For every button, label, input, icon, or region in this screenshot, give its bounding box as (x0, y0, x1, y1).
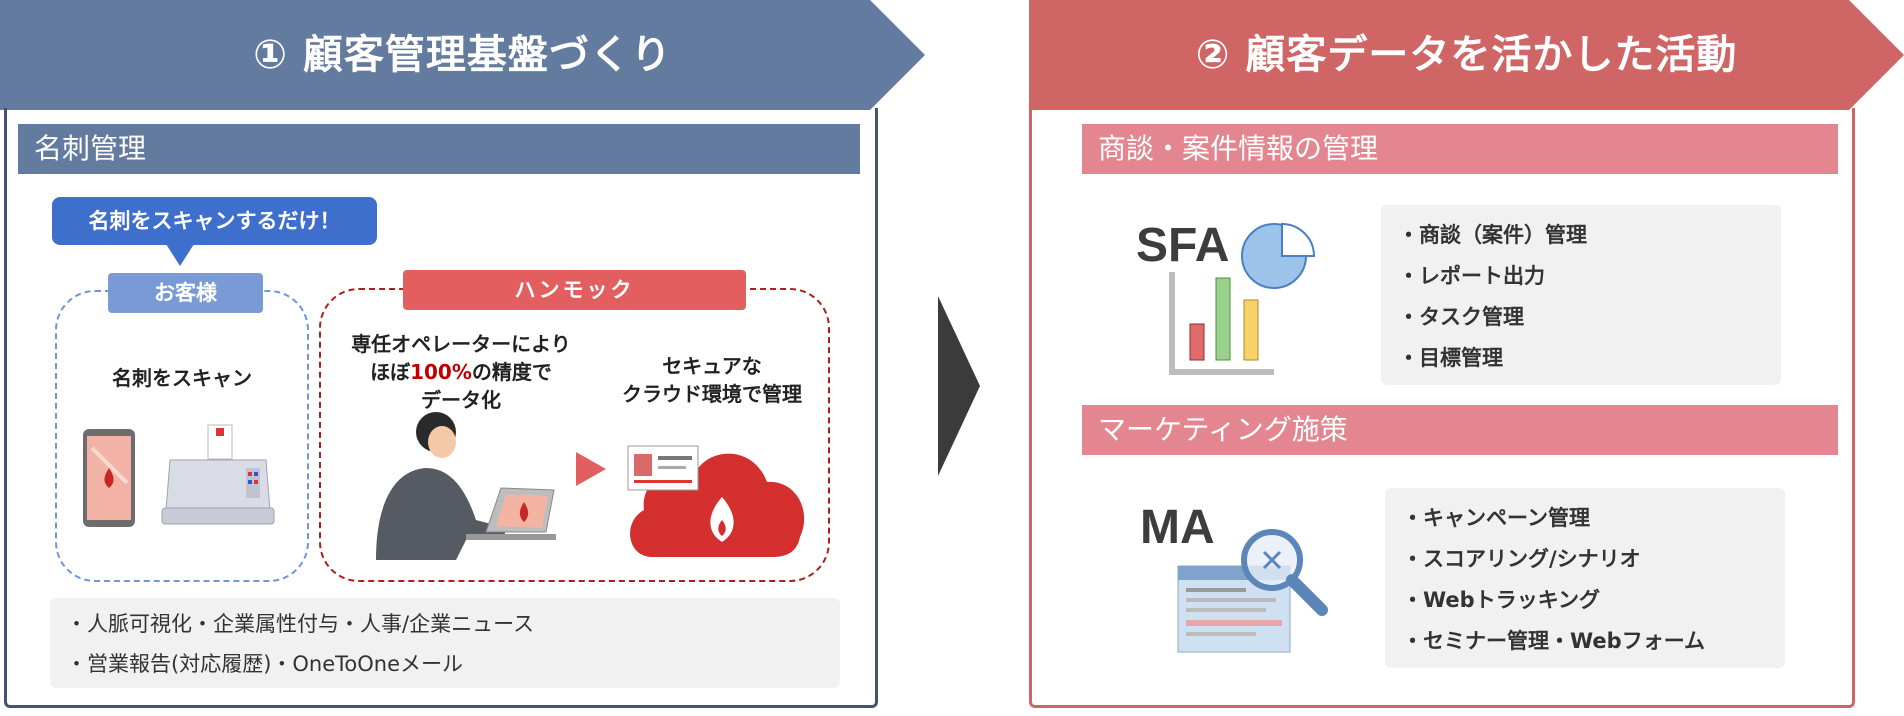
section-title-ma: マーケティング施策 (1082, 405, 1838, 455)
section-title-meishi: 名刺管理 (18, 124, 860, 174)
cloud-line-1: セキュアな (662, 354, 762, 378)
right-frame (1029, 108, 1855, 708)
ma-item-3: ・Webトラッキング (1402, 588, 1601, 612)
ma-item-4: ・セミナー管理・Webフォーム (1402, 629, 1706, 653)
left-frame (4, 108, 878, 708)
sfa-label: SFA (1136, 219, 1230, 272)
operator-text: 専任オペレーターにより ほぼ100%の精度で データ化 (336, 330, 586, 414)
cloud-text: セキュアな クラウド環境で管理 (612, 352, 812, 408)
cloud-icon (627, 445, 805, 557)
operator-line-2: ほぼ100%の精度で (370, 360, 552, 384)
smartphone-icon (83, 429, 135, 527)
operator-line-3: データ化 (421, 388, 501, 412)
accuracy-value: 100% (410, 360, 472, 384)
operator-illustration-icon (376, 412, 556, 560)
operator-line-1: 専任オペレーターにより (351, 332, 571, 356)
ma-item-2: ・スコアリング/シナリオ (1402, 547, 1641, 571)
cloud-line-2: クラウド環境で管理 (622, 382, 802, 406)
hanmoc-tag: ハンモック (403, 270, 746, 310)
right-banner-title: ② 顧客データを活かした活動 (1195, 32, 1738, 78)
ma-search-icon (1177, 529, 1328, 653)
left-bullet-1: ・人脈可視化・企業属性付与・人事/企業ニュース (66, 612, 535, 636)
ma-items-box (1385, 488, 1785, 668)
left-bullet-2: ・営業報告(対応履歴)・OneToOneメール (66, 652, 464, 676)
scanner-icon (161, 424, 275, 525)
speech-tail (166, 244, 194, 266)
flow-chevron-icon (938, 296, 980, 476)
left-banner-title: ① 顧客管理基盤づくり (253, 32, 672, 78)
sfa-item-4: ・目標管理 (1398, 346, 1503, 370)
right-banner (1029, 0, 1904, 110)
sfa-item-3: ・タスク管理 (1398, 305, 1524, 329)
sfa-chart-icon (1169, 222, 1316, 375)
ma-label: MA (1140, 501, 1215, 554)
speech-bubble: 名刺をスキャンするだけ！ (52, 197, 377, 245)
customer-text: 名刺をスキャン (112, 366, 252, 390)
sfa-item-1: ・商談（案件）管理 (1398, 223, 1587, 247)
play-arrow-icon (576, 452, 606, 486)
left-bullets-box (50, 598, 840, 688)
left-banner (0, 0, 925, 110)
sfa-items-box (1381, 205, 1781, 385)
customer-tag: お客様 (108, 273, 263, 313)
sfa-item-2: ・レポート出力 (1398, 264, 1545, 288)
ma-item-1: ・キャンペーン管理 (1402, 506, 1590, 530)
section-title-sfa: 商談・案件情報の管理 (1082, 124, 1838, 174)
